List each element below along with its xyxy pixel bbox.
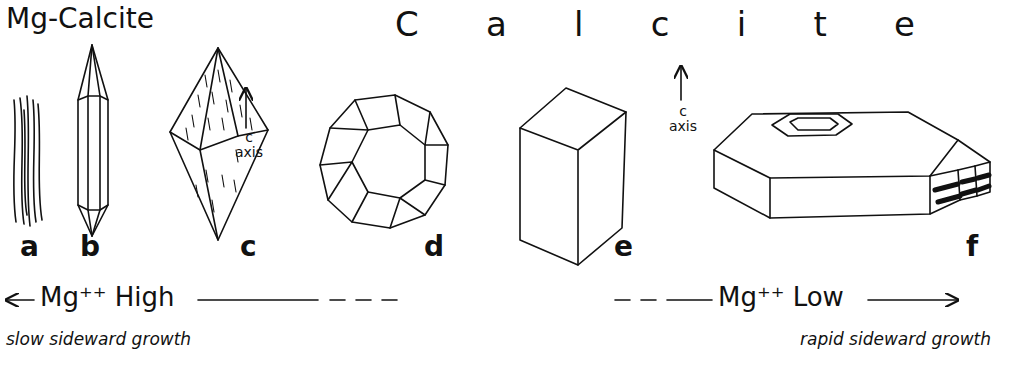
- rhombohedral-crystal: [520, 88, 626, 265]
- trend-label: Mg⁺⁺ Low: [718, 283, 844, 312]
- polyhedral-crystal: [320, 95, 448, 228]
- figure-letter: b: [80, 232, 100, 263]
- axis-label: c axis: [668, 104, 698, 135]
- axis-label: c axis: [234, 130, 264, 161]
- trend-note: rapid sideward growth: [800, 330, 991, 349]
- figure-letter: f: [966, 232, 978, 263]
- fibrous-crystal: [14, 96, 42, 226]
- figure-letter: d: [424, 232, 444, 263]
- trend-label: Mg⁺⁺ High: [40, 283, 174, 312]
- figure-letter: c: [240, 232, 257, 263]
- scalenohedron-crystal: [170, 48, 268, 240]
- trend-note: slow sideward growth: [6, 330, 191, 349]
- prism-crystal: [78, 45, 108, 236]
- figure-letter: a: [20, 232, 39, 263]
- mineral-title: Mg-Calcite: [6, 4, 154, 35]
- figure-letter: e: [614, 232, 633, 263]
- tabular-crystal: [714, 112, 990, 218]
- mineral-title: Calcite: [395, 6, 925, 43]
- c-axis-arrow: [680, 66, 682, 100]
